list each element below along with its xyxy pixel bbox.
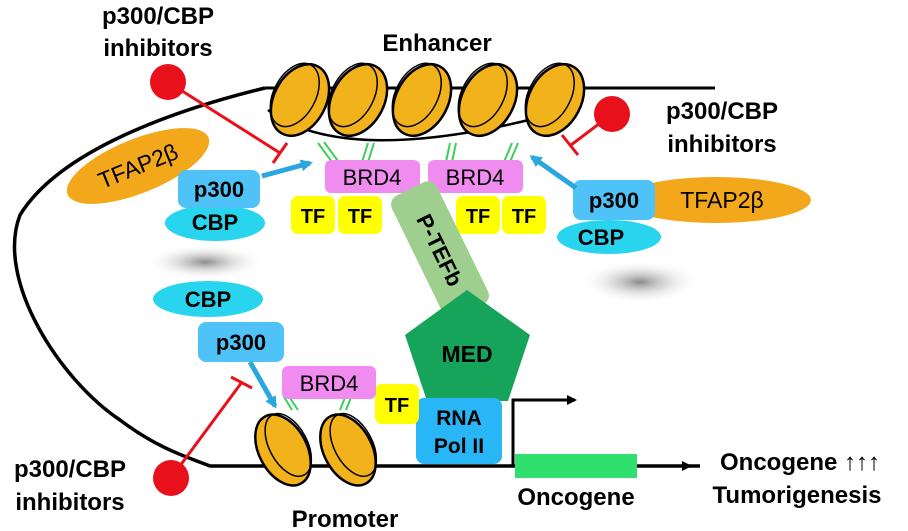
mediator: [405, 290, 530, 401]
tf-3: [456, 196, 500, 234]
inhibitor-bl-line2: inhibitors: [15, 489, 124, 516]
p300-promoter-label: p300: [216, 330, 266, 355]
tf-4-label: TF: [512, 206, 536, 228]
brd4-2-label: BRD4: [446, 165, 505, 190]
tf-promoter-label: TF: [385, 395, 409, 417]
outcome-line2: Tumorigenesis: [713, 482, 882, 509]
p300-arrow-promoter: [247, 360, 278, 409]
inhibitor-tr-line2: inhibitors: [667, 131, 776, 158]
cbp-left-label: CBP: [192, 210, 238, 235]
tfap2b-right: [621, 177, 811, 223]
inhibitor-tl-line1: p300/CBP: [102, 3, 214, 30]
cbp-promoter-label: CBP: [185, 287, 231, 312]
p300-right: [573, 180, 655, 220]
shadow-left: [145, 244, 265, 280]
inhibitor-top-left: [150, 64, 289, 164]
brd4-enhancer-1: [325, 160, 420, 193]
brd4-promoter: [282, 366, 376, 399]
p300-left-label: p300: [194, 177, 244, 202]
nucleosome: [269, 62, 331, 137]
cbp-right-label: CBP: [578, 225, 624, 250]
inhibitor-tl-line2: inhibitors: [103, 35, 212, 62]
tf-2: [338, 196, 382, 234]
enhancer-label: Enhancer: [382, 30, 491, 57]
rnapol-label-2: Pol II: [434, 435, 484, 458]
shadow-right: [580, 260, 700, 304]
p300-left: [178, 170, 260, 208]
oncogene-label: Oncogene: [517, 484, 634, 511]
oncogene-bar: [515, 454, 637, 478]
cbp-promoter: [153, 281, 263, 317]
inhibitor-bl-line1: p300/CBP: [14, 456, 126, 483]
inhibitor-top-right: [560, 96, 630, 156]
inhibitor-dot: [153, 460, 189, 496]
nucleosome: [391, 62, 453, 137]
tf-1-label: TF: [301, 206, 325, 228]
dna-loop: [12, 86, 700, 468]
inhibitor-bottom-left: [153, 375, 253, 496]
transcription-arrow: [511, 395, 577, 466]
nucleosome: [327, 62, 389, 137]
inhibitor-tr-line1: p300/CBP: [666, 98, 778, 125]
enhancer-nucleosomes: [269, 62, 586, 137]
p300-arrow-right: [529, 154, 578, 191]
p300-right-label: p300: [589, 188, 639, 213]
inhibitor-dot: [594, 96, 630, 132]
brd4-1-label: BRD4: [343, 165, 402, 190]
cbp-left: [165, 205, 265, 241]
tf-promoter: [375, 384, 419, 424]
nucleosome: [457, 62, 519, 137]
promoter-nucleosomes: [254, 412, 378, 487]
tf-2-label: TF: [348, 206, 372, 228]
cbp-right: [557, 220, 661, 254]
rna-pol-ii: [416, 398, 502, 464]
tf-1: [291, 196, 335, 234]
brd4-tethers: [282, 141, 519, 411]
tf-3-label: TF: [466, 206, 490, 228]
nucleosome: [254, 412, 313, 487]
p300-arrow-left: [261, 159, 313, 179]
brd4-promoter-label: BRD4: [300, 371, 359, 396]
p300-promoter: [198, 322, 284, 362]
rnapol-label-1: RNA: [436, 407, 482, 430]
inhibitor-dot: [150, 64, 186, 100]
brd4-enhancer-2: [428, 160, 523, 193]
tfap2b-right-label: TFAP2β: [680, 187, 764, 213]
promoter-label: Promoter: [292, 506, 399, 531]
nucleosome: [524, 62, 586, 137]
outcome-line1: Oncogene ↑↑↑: [720, 449, 880, 476]
tf-4: [502, 196, 546, 234]
med-label: MED: [441, 341, 492, 367]
nucleosome: [319, 412, 378, 487]
